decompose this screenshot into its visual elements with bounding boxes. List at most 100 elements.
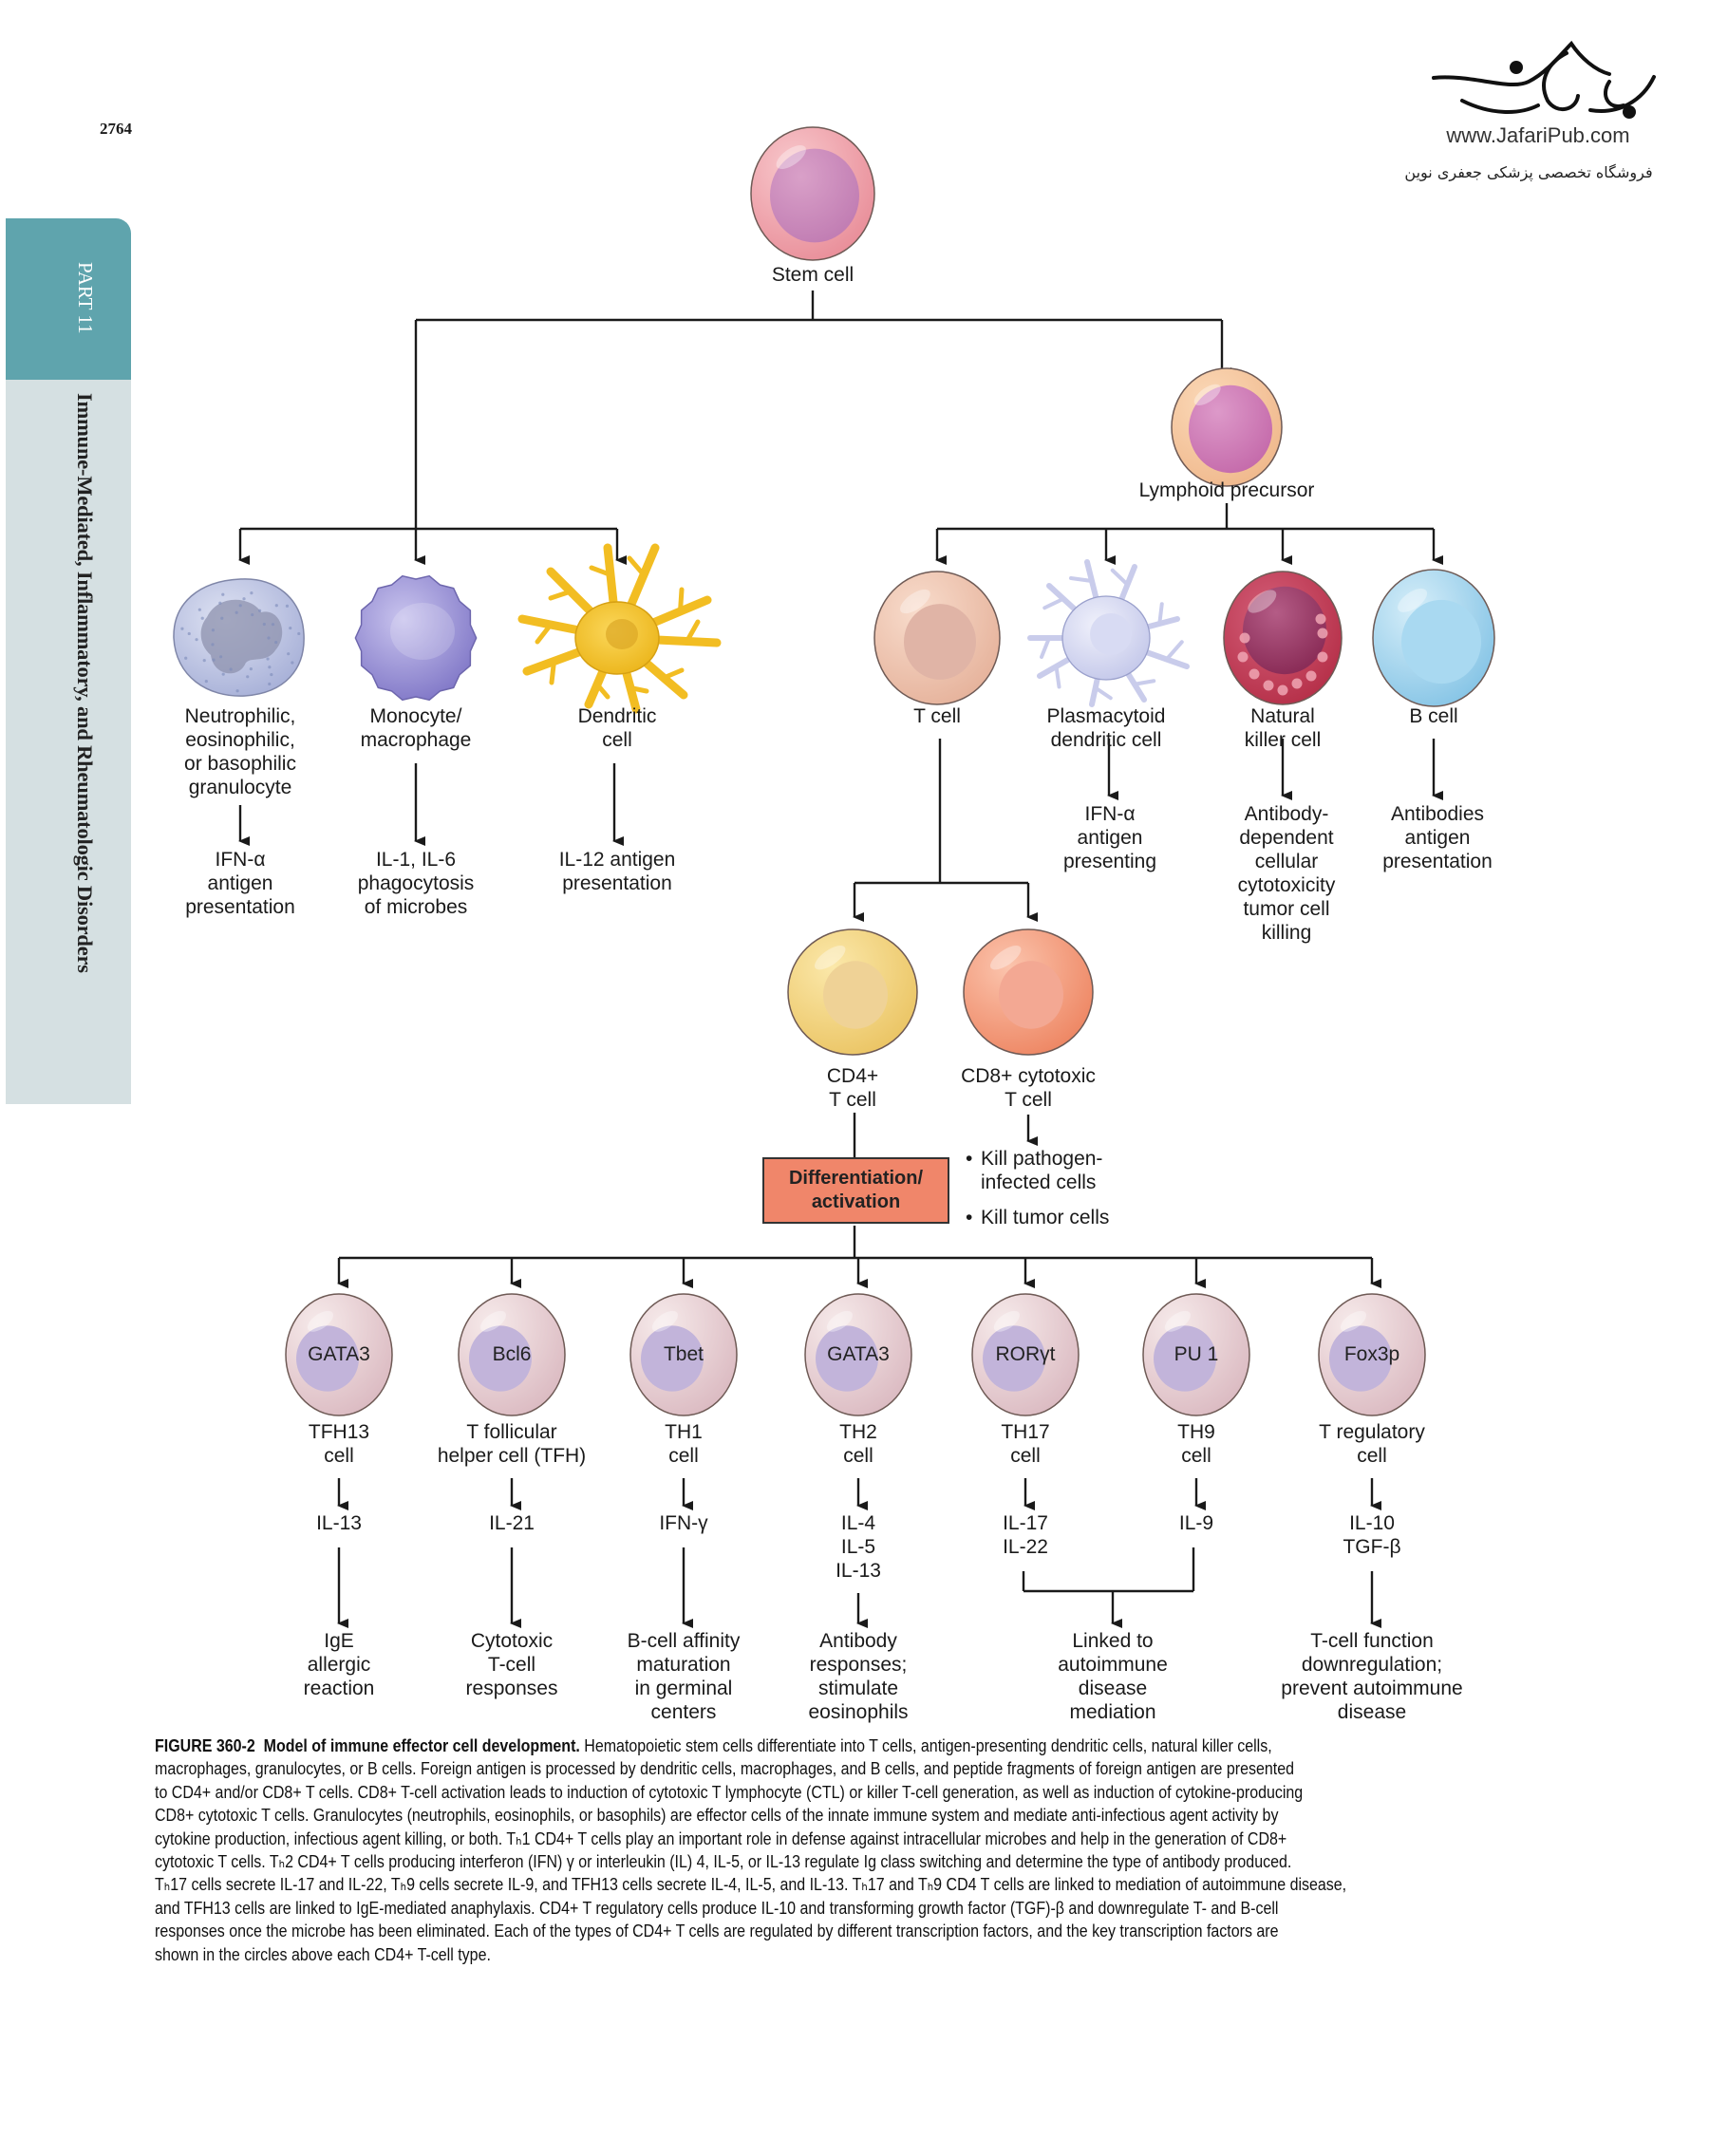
monocyte-macrophage-icon <box>354 574 478 702</box>
caption-line: responses once the microbe has been elim… <box>155 1921 1279 1941</box>
lymphoid-precursor-icon <box>1171 367 1283 487</box>
figure-title: Model of immune effector cell developmen… <box>263 1735 580 1755</box>
cd8-function-item-cont: infected cells <box>981 1172 1097 1193</box>
natural-killer-cell-icon <box>1223 571 1343 705</box>
effector-t-cell-icon <box>458 1293 566 1416</box>
autoimmune-outcome-label: Linked to autoimmune disease mediation <box>1058 1630 1168 1723</box>
nucleus <box>1154 1325 1216 1392</box>
granule <box>1317 628 1328 639</box>
transcription-factor-label: PU 1 <box>1174 1343 1219 1365</box>
cd8-function-item: •Kill tumor cells <box>966 1207 1110 1228</box>
cd8-t-cell-icon <box>963 928 1094 1056</box>
caption-line: Hematopoietic stem cells differentiate i… <box>579 1735 1272 1755</box>
figure-label: FIGURE 360-2 <box>155 1735 255 1755</box>
granulocyte-icon <box>173 578 305 697</box>
caption-line: macrophages, granulocytes, or B cells. F… <box>155 1758 1294 1779</box>
caption-line: and TFH13 cells are linked to IgE-mediat… <box>155 1897 1279 1918</box>
granule <box>1315 613 1326 625</box>
cytokine-label: IL-21 <box>489 1512 535 1534</box>
nucleus <box>1189 384 1272 474</box>
lymphoid-precursor-label: Lymphoid precursor <box>1138 479 1315 501</box>
watermark-tagline: فروشگاه تخصصی پزشکی جعفری نوین <box>1404 163 1653 181</box>
caption-line: cytotoxic T cells. Tₕ2 CD4+ T cells prod… <box>155 1851 1292 1872</box>
cd4-t-cell-label: CD4+T cell <box>826 1065 879 1111</box>
cd8-function-item: •Kill pathogen- <box>966 1148 1103 1170</box>
effector-t-cell-icon <box>971 1293 1080 1416</box>
myeloid-cell-label: Monocyte/macrophage <box>360 705 472 751</box>
effector-t-cell-icon <box>804 1293 912 1416</box>
lymphoid-cell-label: T cell <box>913 705 961 727</box>
nucleus <box>904 604 976 680</box>
stem-cell-icon <box>750 126 875 261</box>
granule <box>1239 632 1250 644</box>
differentiation-activation-box: Differentiation/ activation <box>762 1157 949 1224</box>
nucleus <box>816 1325 878 1392</box>
nucleus <box>296 1325 359 1392</box>
nucleus <box>1243 586 1326 675</box>
transcription-factor-label: Tbet <box>663 1343 704 1365</box>
transcription-factor-label: RORγt <box>995 1343 1056 1365</box>
granule <box>1263 680 1274 691</box>
granule <box>1305 670 1317 682</box>
caption-line: shown in the circles above each CD4+ T-c… <box>155 1943 491 1964</box>
nucleus <box>999 961 1063 1029</box>
nucleus <box>983 1325 1045 1392</box>
effector-t-cell-icon <box>285 1293 393 1416</box>
transcription-factor-label: GATA3 <box>827 1343 890 1365</box>
granule <box>1237 651 1249 663</box>
watermark-url: www.JafariPub.com <box>1446 123 1630 147</box>
transcription-factor-label: Bcl6 <box>492 1343 532 1365</box>
caption-line: cytokine production, infectious agent ki… <box>155 1828 1287 1848</box>
plasmacytoid-dendritic-cell-icon <box>1027 559 1190 707</box>
lymphoid-cell-label: B cell <box>1409 705 1458 727</box>
nucleus <box>770 148 859 243</box>
nucleus <box>641 1325 704 1392</box>
granule <box>1291 678 1303 689</box>
cd4-t-cell-icon <box>787 928 918 1056</box>
transcription-factor-label: GATA3 <box>308 1343 370 1365</box>
cytokine-label: IFN-γ <box>659 1512 708 1534</box>
part-tab: PART 11 <box>6 218 131 380</box>
dendritic-cell-icon <box>517 543 722 714</box>
jafaripub-logo-icon <box>1432 40 1656 119</box>
granule <box>1317 651 1328 663</box>
transcription-factor-label: Fox3p <box>1343 1343 1400 1365</box>
caption-line: to CD4+ and/or CD8+ T cells. CD8+ T-cell… <box>155 1781 1304 1802</box>
t-cell-icon <box>873 571 1001 705</box>
effector-t-cell-icon <box>1142 1293 1250 1416</box>
cd8-functions-list: •Kill pathogen- infected cells •Kill tum… <box>966 1147 1109 1229</box>
granule <box>1249 668 1260 680</box>
figure-caption: FIGURE 360-2 Model of immune effector ce… <box>155 1734 1509 1966</box>
granule <box>1277 684 1288 696</box>
effector-t-cell-icon <box>1318 1293 1426 1416</box>
stem-cell-label: Stem cell <box>771 264 854 286</box>
caption-line: Tₕ17 cells secrete IL-17 and IL-22, Tₕ9 … <box>155 1874 1347 1895</box>
b-cell-icon <box>1372 569 1495 707</box>
caption-line: CD8+ cytotoxic T cells. Granulocytes (ne… <box>155 1805 1279 1826</box>
cytokine-label: IL-13 <box>316 1512 362 1534</box>
